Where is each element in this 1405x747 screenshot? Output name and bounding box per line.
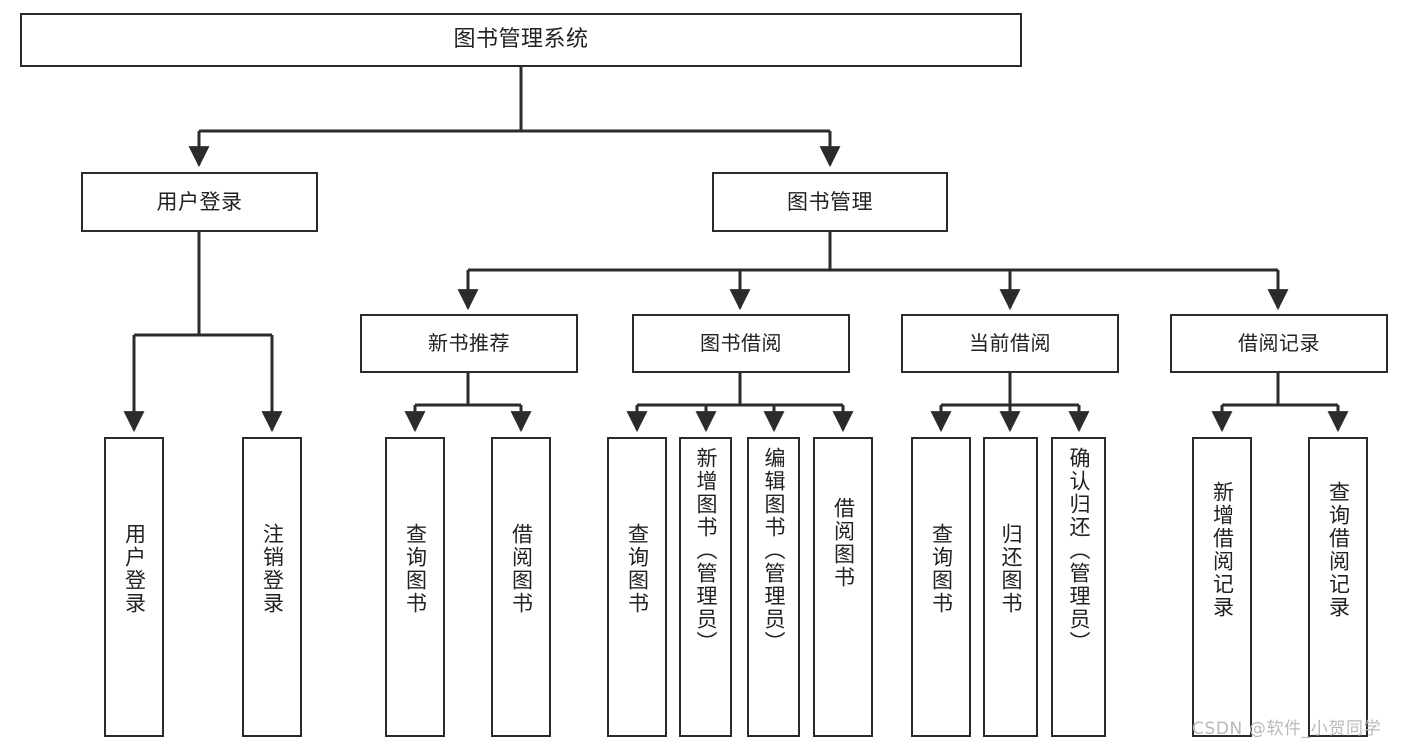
node-root[interactable]: 图书管理系统 (20, 13, 1022, 67)
leaf-query-book-3[interactable]: 查询图书 (911, 437, 971, 737)
node-current-borrow-label: 当前借阅 (969, 331, 1051, 355)
node-borrow-record[interactable]: 借阅记录 (1170, 314, 1388, 373)
node-book-management[interactable]: 图书管理 (712, 172, 948, 232)
node-root-label: 图书管理系统 (453, 27, 589, 53)
leaf-add-book-admin[interactable]: 新增图书（管理员） (679, 437, 732, 737)
node-new-book-recommend-label: 新书推荐 (428, 331, 510, 355)
leaf-query-book-2[interactable]: 查询图书 (607, 437, 667, 737)
leaf-query-borrow-record[interactable]: 查询借阅记录 (1308, 437, 1368, 737)
leaf-edit-book-admin[interactable]: 编辑图书（管理员） (747, 437, 800, 737)
leaf-query-book-1-label: 查询图书 (403, 523, 428, 615)
node-borrow-record-label: 借阅记录 (1238, 331, 1320, 355)
node-book-borrow-label: 图书借阅 (700, 331, 782, 355)
leaf-confirm-return-admin[interactable]: 确认归还（管理员） (1051, 437, 1106, 737)
leaf-add-book-admin-label: 新增图书（管理员） (693, 447, 718, 654)
node-new-book-recommend[interactable]: 新书推荐 (360, 314, 578, 373)
leaf-user-login[interactable]: 用户登录 (104, 437, 164, 737)
leaf-add-borrow-record-label: 新增借阅记录 (1210, 481, 1235, 619)
node-book-management-label: 图书管理 (787, 189, 873, 214)
watermark-csdn: CSDN @软件_小贺同学 (1192, 719, 1382, 739)
node-current-borrow[interactable]: 当前借阅 (901, 314, 1119, 373)
leaf-query-book-3-label: 查询图书 (929, 523, 954, 615)
leaf-add-borrow-record[interactable]: 新增借阅记录 (1192, 437, 1252, 737)
leaf-borrow-book-1[interactable]: 借阅图书 (491, 437, 551, 737)
leaf-confirm-return-admin-label: 确认归还（管理员） (1066, 447, 1091, 654)
leaf-borrow-book-2-label: 借阅图书 (831, 497, 856, 589)
node-user-login-label: 用户登录 (156, 189, 243, 214)
leaf-borrow-book-1-label: 借阅图书 (509, 523, 534, 615)
leaf-query-book-1[interactable]: 查询图书 (385, 437, 445, 737)
leaf-logout-label: 注销登录 (260, 523, 285, 615)
leaf-return-book-label: 归还图书 (998, 523, 1023, 615)
leaf-query-book-2-label: 查询图书 (625, 523, 650, 615)
leaf-return-book[interactable]: 归还图书 (983, 437, 1038, 737)
node-user-login[interactable]: 用户登录 (81, 172, 318, 232)
leaf-borrow-book-2[interactable]: 借阅图书 (813, 437, 873, 737)
leaf-logout[interactable]: 注销登录 (242, 437, 302, 737)
leaf-edit-book-admin-label: 编辑图书（管理员） (761, 447, 786, 654)
node-book-borrow[interactable]: 图书借阅 (632, 314, 850, 373)
leaf-query-borrow-record-label: 查询借阅记录 (1326, 481, 1351, 619)
leaf-user-login-label: 用户登录 (122, 523, 147, 615)
